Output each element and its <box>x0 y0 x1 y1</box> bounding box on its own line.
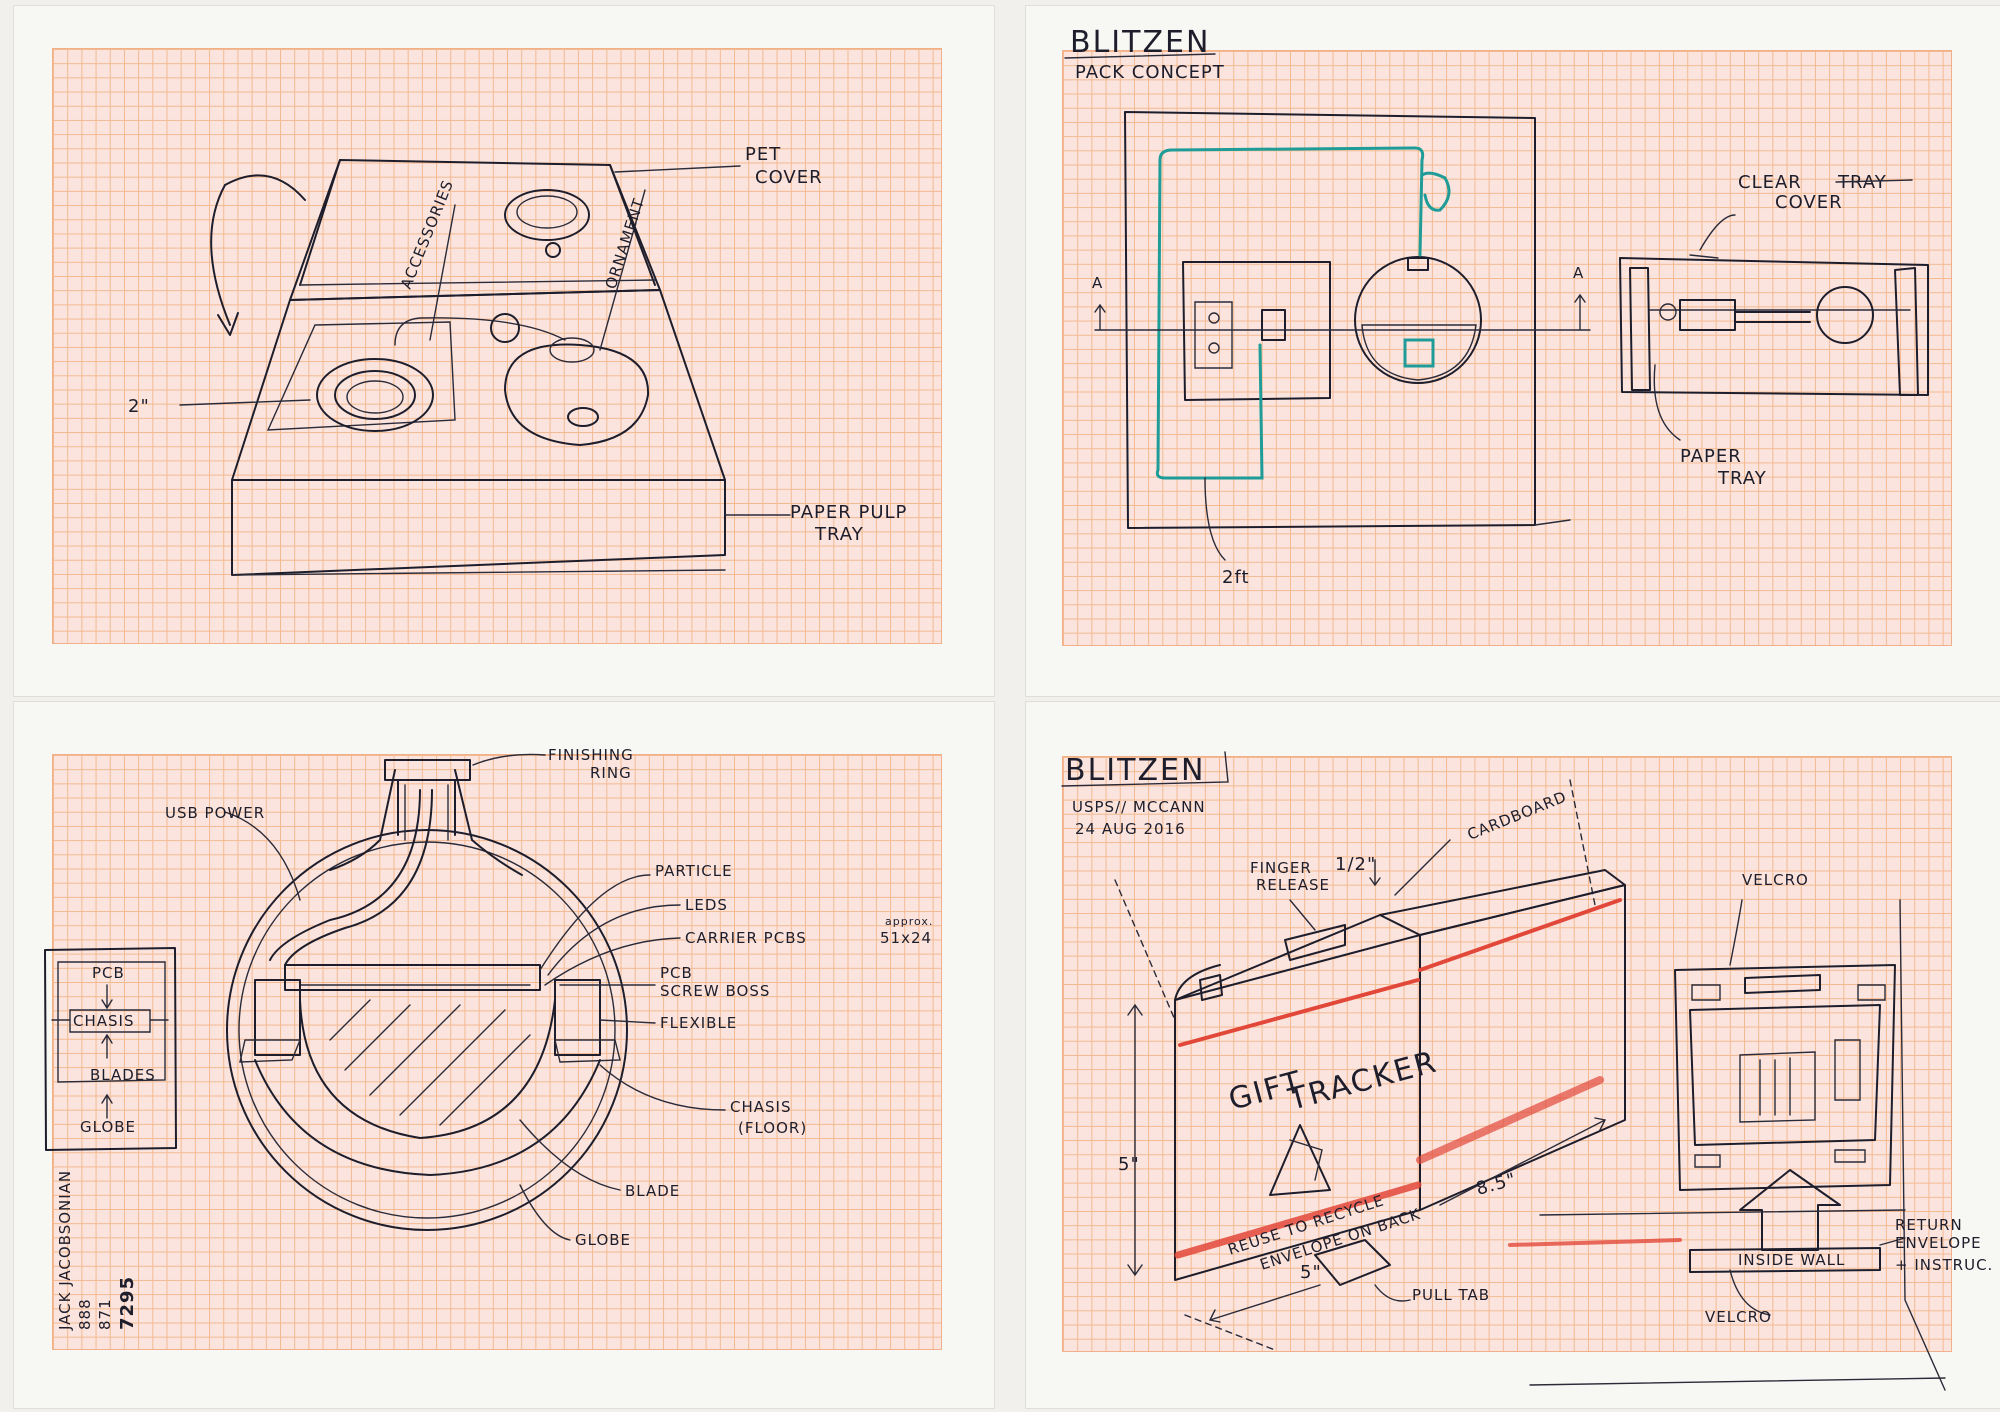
block-globe: GLOBE <box>80 1118 136 1136</box>
label-tray-struck-through: TRAY <box>1837 172 1887 193</box>
label-leds: LEDS <box>685 896 728 914</box>
section-marker-a-right: A <box>1573 264 1584 282</box>
pack-section-view <box>1619 214 1929 441</box>
label-velcro-top: VELCRO <box>1742 871 1809 889</box>
title-blitzen-bottom: BLITZEN <box>1065 753 1205 788</box>
label-paper-tray: PAPER <box>1680 446 1742 467</box>
label-return-envelope-3: + INSTRUC. <box>1895 1256 1993 1274</box>
label-particle: PARTICLE <box>655 862 733 880</box>
label-clear-cover: CLEAR <box>1738 172 1802 193</box>
label-inside-wall: INSIDE WALL <box>1738 1251 1845 1269</box>
label-pet-cover-2: COVER <box>755 167 823 188</box>
section-marker-a-left: A <box>1092 274 1103 292</box>
subtitle-usps-mccann: USPS// MCCANN <box>1072 798 1206 816</box>
label-finishing-ring: FINISHING <box>548 746 634 764</box>
inside-wall-view <box>1508 899 1946 1391</box>
grid-bottom-left <box>52 754 942 1350</box>
label-paper-pulp-2: TRAY <box>814 524 864 545</box>
label-clear-cover-2: COVER <box>1775 192 1843 213</box>
label-width: 5" <box>1300 1262 1322 1283</box>
label-gift-tracker-2: TRACKER <box>1284 1044 1441 1118</box>
label-finger-release-2: RELEASE <box>1256 876 1330 894</box>
label-return-envelope-2: ENVELOPE <box>1895 1234 1982 1252</box>
signature-line3: 7295 <box>117 1276 138 1330</box>
signature-line1: 888 <box>76 1298 94 1330</box>
label-accessories: ACCESSORIES <box>397 177 457 291</box>
label-finishing-ring-2: RING <box>590 764 632 782</box>
grid-top-left <box>52 48 942 644</box>
tray-sketch <box>179 159 791 576</box>
block-blades: BLADES <box>90 1066 156 1084</box>
ornament-section <box>224 753 726 1241</box>
label-approx: approx. <box>885 915 933 928</box>
label-globe: GLOBE <box>575 1231 631 1249</box>
label-height: 5" <box>1118 1154 1140 1175</box>
label-pull-tab: PULL TAB <box>1412 1286 1490 1304</box>
subtitle-date: 24 AUG 2016 <box>1075 820 1186 838</box>
signature-name: JACK JACOBSONIAN <box>56 1170 74 1331</box>
label-flexible: FLEXIBLE <box>660 1014 737 1032</box>
label-finger-release: FINGER <box>1250 859 1312 877</box>
signature-line2: 871 <box>96 1298 114 1330</box>
signature: JACK JACOBSONIAN 888 871 7295 <box>56 1170 138 1331</box>
label-length: 8.5" <box>1474 1169 1519 1200</box>
label-chasis-floor: CHASIS <box>730 1098 791 1116</box>
label-pcb-screw-boss: PCB <box>660 964 693 982</box>
label-dimension-2in: 2" <box>128 396 150 417</box>
label-paper-tray-2: TRAY <box>1717 468 1767 489</box>
label-cardboard: CARDBOARD <box>1465 787 1570 843</box>
label-cord-length: 2ft <box>1222 567 1250 588</box>
block-chasis: CHASIS <box>73 1012 134 1030</box>
label-half-inch: 1/2" <box>1335 854 1376 875</box>
block-pcb: PCB <box>92 964 125 982</box>
label-pcb-dims: 51x24 <box>880 929 932 947</box>
label-pcb-screw-boss-2: SCREW BOSS <box>660 982 770 1000</box>
pack-front-view <box>1094 111 1591 561</box>
gift-tracker-box <box>1114 779 1626 1351</box>
label-paper-pulp: PAPER PULP <box>790 502 907 523</box>
block-diagram <box>44 947 177 1151</box>
label-chasis-floor-2: (FLOOR) <box>738 1119 807 1137</box>
label-usb-power: USB POWER <box>165 804 265 822</box>
label-pet-cover: PET <box>745 144 781 165</box>
label-return-envelope: RETURN <box>1895 1216 1963 1234</box>
label-velcro-bottom: VELCRO <box>1705 1308 1772 1326</box>
grid-bottom-right <box>1062 756 1952 1352</box>
subtitle-pack-concept: PACK CONCEPT <box>1075 62 1225 83</box>
label-carrier-pcbs: CARRIER PCBS <box>685 929 807 947</box>
label-blade: BLADE <box>625 1182 680 1200</box>
grid-top-right <box>1062 50 1952 646</box>
